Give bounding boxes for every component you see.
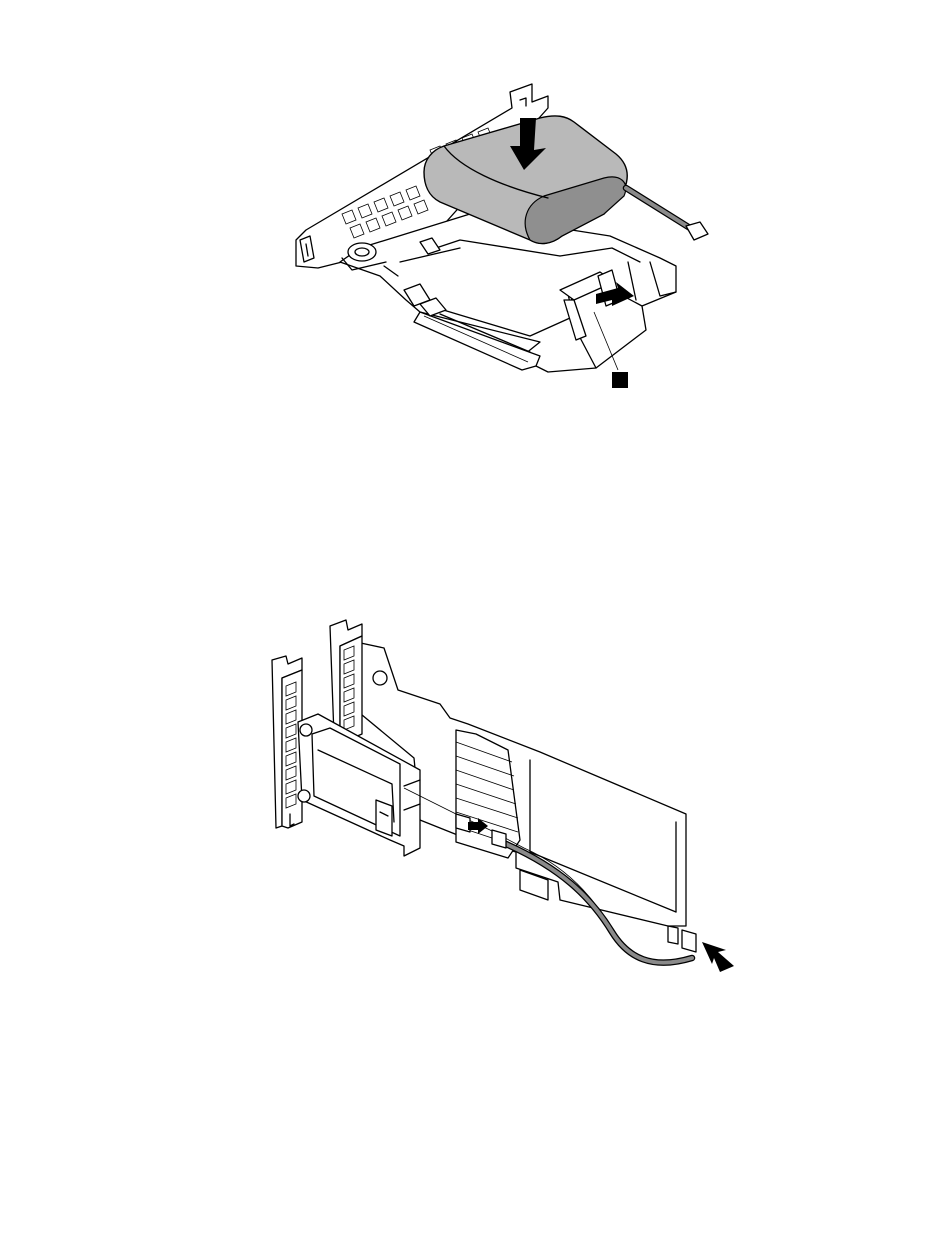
battery-install-svg [0, 0, 950, 420]
push-arrow-icon [702, 942, 734, 972]
square-callout-icon [612, 372, 628, 388]
battery-cable [626, 188, 708, 240]
cable-connect-illustration [0, 600, 950, 1020]
cable-connect-svg [0, 600, 950, 1020]
battery-install-illustration [0, 0, 950, 420]
